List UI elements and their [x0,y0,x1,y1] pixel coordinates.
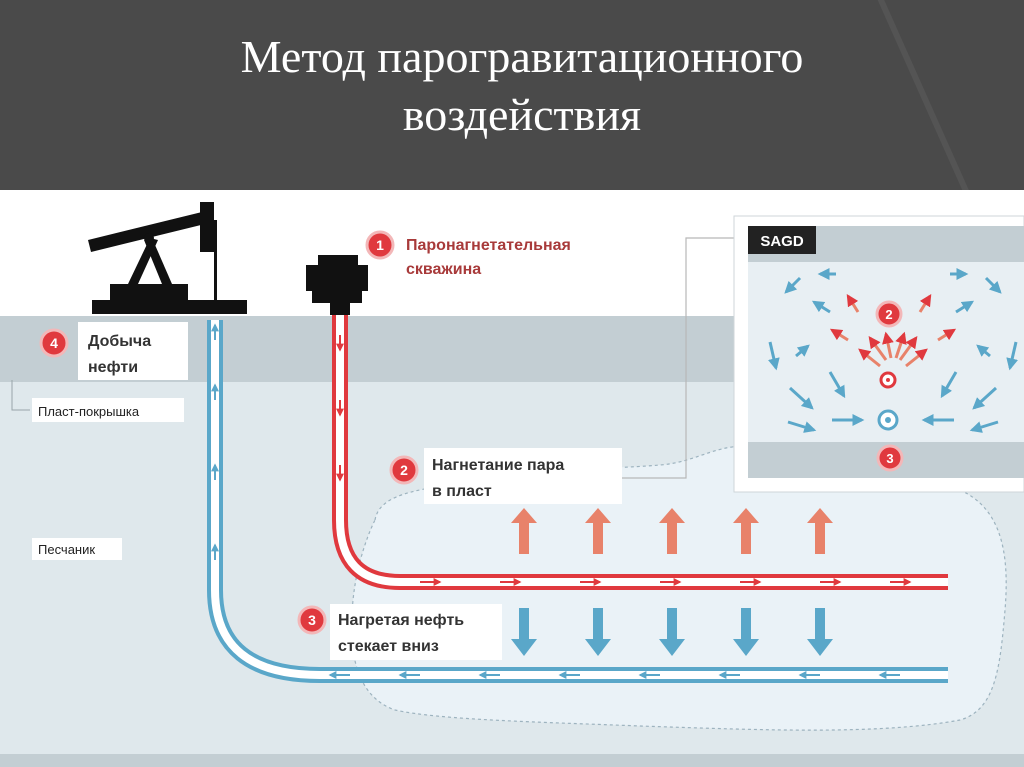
sagd-inset: SAGD [733,215,1024,493]
sandstone-label-group: Песчаник [32,538,122,560]
caprock-label-group: Пласт-покрышка [11,380,184,422]
steam-up-arrow-icon [733,508,759,554]
step-2-line-2: в пласт [432,483,492,500]
steam-up-arrow-icon [511,508,537,554]
svg-text:2: 2 [400,462,408,478]
steam-up-arrow-icon [585,508,611,554]
pumpjack-icon [88,202,247,314]
oil-flow-arrows [211,323,900,679]
step-1-line-2: скважина [406,261,481,278]
step-2-label-bg [424,448,622,504]
inset-badge-bottom: 3 [876,444,904,472]
injection-well-inner [336,315,948,586]
callout-step-2: 2 Нагнетание пара в пласт [389,448,622,504]
step-3-label-bg [330,604,502,660]
oil-down-arrow-icon [807,608,833,656]
inset-oil-arrows [767,268,1019,433]
callout-step-3: 3 Нагретая нефть стекает вниз [297,604,502,660]
sagd-diagram: SAGD [0,202,1024,767]
step-4-label-bg [78,322,188,380]
step-badge-2 [389,455,419,485]
svg-text:1: 1 [376,237,384,253]
title-band: Метод парогравитационного воздействия [0,0,1024,190]
svg-text:3: 3 [886,451,893,466]
step-3-line-2: стекает вниз [338,638,439,655]
oil-down-arrow-icon [511,608,537,656]
sagd-title-box [748,226,816,254]
step-4-line-1: Добыча [88,333,151,350]
caprock-label: Пласт-покрышка [38,404,140,419]
step-1-line-1: Паронагнетательная [406,237,571,254]
callout-step-1: 1 Паронагнетательная скважина [365,230,571,278]
slide-title: Метод парогравитационного воздействия [0,28,1024,144]
step-badge-4 [39,328,69,358]
callout-step-4: 4 Добыча нефти [39,322,188,380]
steam-flow-arrows [336,335,912,586]
slide-title-line-1: Метод парогравитационного [240,31,804,82]
svg-text:3: 3 [308,612,316,628]
inset-steam-arrows [829,293,957,368]
oil-down-arrow-icon [659,608,685,656]
svg-text:4: 4 [50,335,58,351]
steam-up-arrow-icon [807,508,833,554]
inset-connector-line [622,237,748,479]
step-3-line-1: Нагретая нефть [338,612,464,629]
steam-up-arrow-icon [659,508,685,554]
svg-text:2: 2 [885,307,892,322]
oil-down-arrow-icon [733,608,759,656]
oil-down-arrow-icon [585,608,611,656]
sagd-title: SAGD [760,233,804,250]
step-4-line-2: нефти [88,359,138,376]
steam-rising-arrows [511,508,833,554]
step-badge-1 [365,230,395,260]
bottom-strip [0,754,1024,767]
sandstone-label: Песчаник [38,542,95,557]
production-well-inner [211,320,948,679]
oil-descending-arrows [511,608,833,656]
step-badge-3 [297,605,327,635]
wellhead-icon [306,255,368,315]
step-2-line-1: Нагнетание пара [432,457,564,474]
inset-badge-top: 2 [875,300,903,328]
slide-title-line-2: воздействия [402,89,642,140]
